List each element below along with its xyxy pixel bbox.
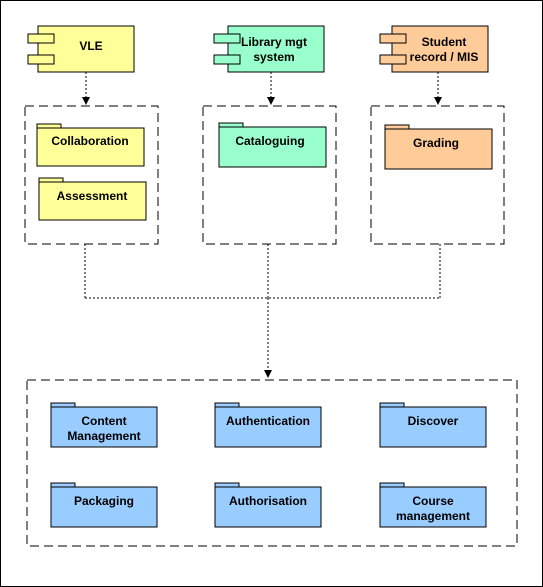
component-student-record: Student record / MIS bbox=[379, 25, 489, 73]
component-vle-label: VLE bbox=[79, 39, 102, 53]
component-library-port-top bbox=[213, 33, 241, 44]
package-course-management: Course management bbox=[379, 482, 487, 528]
package-course-management-label-line2: management bbox=[396, 509, 470, 523]
package-course-management-body bbox=[379, 486, 487, 528]
package-discover-body bbox=[379, 406, 487, 448]
component-library-label-line2: system bbox=[253, 50, 294, 64]
package-packaging: Packaging bbox=[50, 482, 158, 528]
component-library-body bbox=[227, 25, 325, 73]
package-authorisation-body bbox=[214, 486, 322, 528]
package-content-management-body bbox=[50, 406, 158, 448]
package-content-management-label-line2: Management bbox=[67, 429, 140, 443]
component-library: Library mgt system bbox=[213, 25, 325, 73]
component-student-label-line1: Student bbox=[422, 35, 467, 49]
component-student-port-top bbox=[379, 33, 407, 44]
component-student-body bbox=[391, 25, 489, 73]
component-vle: VLE bbox=[27, 25, 135, 73]
package-authentication-body bbox=[214, 406, 322, 448]
package-discover-label: Discover bbox=[408, 414, 459, 428]
group-vle-boundary bbox=[24, 105, 159, 245]
package-collaboration: Collaboration bbox=[36, 123, 145, 167]
package-course-management-label-line1: Course bbox=[412, 494, 454, 508]
component-library-port-bottom bbox=[213, 54, 241, 65]
package-content-management-label-line1: Content bbox=[81, 414, 126, 428]
package-packaging-body bbox=[50, 486, 158, 528]
component-student-port-bottom bbox=[379, 54, 407, 65]
component-vle-port-bottom bbox=[27, 54, 55, 65]
shared-services-boundary bbox=[26, 379, 518, 547]
merge-connector bbox=[84, 244, 441, 378]
package-cataloguing-body bbox=[218, 126, 327, 168]
package-authorisation: Authorisation bbox=[214, 482, 322, 528]
group-student-boundary bbox=[370, 105, 505, 245]
package-grading-body bbox=[384, 128, 493, 170]
package-assessment-body bbox=[38, 181, 147, 221]
group-library-boundary bbox=[202, 105, 337, 245]
package-packaging-label: Packaging bbox=[74, 494, 134, 508]
component-vle-port-top bbox=[27, 33, 55, 44]
package-assessment: Assessment bbox=[38, 177, 147, 221]
package-assessment-label: Assessment bbox=[57, 189, 128, 203]
component-student-label-line2: record / MIS bbox=[410, 50, 479, 64]
package-content-management: Content Management bbox=[50, 402, 158, 448]
package-cataloguing: Cataloguing bbox=[218, 122, 327, 168]
package-authentication-label: Authentication bbox=[226, 414, 310, 428]
package-collaboration-label: Collaboration bbox=[51, 134, 128, 148]
package-authentication: Authentication bbox=[214, 402, 322, 448]
package-grading: Grading bbox=[384, 124, 493, 170]
package-cataloguing-label: Cataloguing bbox=[235, 134, 304, 148]
component-library-label-line1: Library mgt bbox=[241, 35, 307, 49]
package-collaboration-body bbox=[36, 127, 145, 167]
package-grading-label: Grading bbox=[413, 136, 459, 150]
package-discover: Discover bbox=[379, 402, 487, 448]
package-authorisation-label: Authorisation bbox=[229, 494, 307, 508]
